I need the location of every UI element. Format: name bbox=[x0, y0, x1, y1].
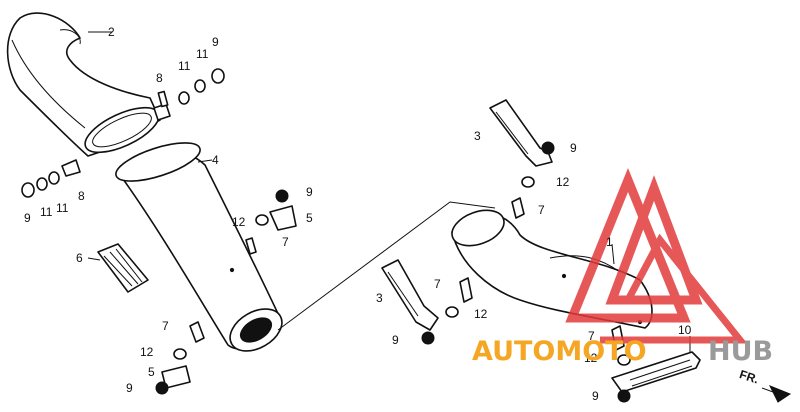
callout-1: 1 bbox=[606, 235, 613, 249]
callout-4: 4 bbox=[212, 153, 219, 167]
callout-12: 12 bbox=[556, 175, 570, 189]
callout-12: 12 bbox=[232, 215, 246, 229]
bracket-lower bbox=[381, 259, 439, 331]
pad bbox=[97, 243, 149, 293]
callout-9: 9 bbox=[212, 35, 219, 49]
callout-7: 7 bbox=[282, 235, 289, 249]
callout-5: 5 bbox=[306, 211, 313, 225]
front-direction-arrow: FR. bbox=[738, 367, 792, 403]
callout-9: 9 bbox=[306, 185, 313, 199]
callout-3: 3 bbox=[474, 129, 481, 143]
callout-9: 9 bbox=[592, 389, 599, 403]
intake-boot bbox=[6, 12, 161, 157]
callout-5: 5 bbox=[148, 365, 155, 379]
callout-9: 9 bbox=[392, 333, 399, 347]
callout-3: 3 bbox=[376, 291, 383, 305]
callout-11: 11 bbox=[56, 201, 69, 215]
callout-8: 8 bbox=[78, 189, 85, 203]
watermark-grey-text: HUB bbox=[708, 336, 773, 367]
callout-7: 7 bbox=[588, 329, 595, 343]
leader-lines bbox=[87, 31, 691, 354]
callout-7: 7 bbox=[162, 319, 169, 333]
callout-7: 7 bbox=[434, 277, 441, 291]
callout-12: 12 bbox=[140, 345, 154, 359]
fasteners bbox=[21, 68, 631, 403]
callouts: 2 9 11 11 8 4 8 9 11 11 9 5 12 7 6 7 12 … bbox=[24, 25, 692, 403]
callout-2: 2 bbox=[108, 25, 115, 39]
callout-9: 9 bbox=[24, 211, 31, 225]
callout-12: 12 bbox=[584, 351, 598, 365]
callout-6: 6 bbox=[76, 251, 83, 265]
callout-11: 11 bbox=[178, 59, 191, 73]
arrow-head-icon bbox=[768, 385, 792, 403]
callout-8: 8 bbox=[156, 71, 163, 85]
callout-11: 11 bbox=[40, 205, 53, 219]
callout-11: 11 bbox=[196, 47, 209, 61]
air-tube bbox=[115, 142, 283, 352]
strap-10 bbox=[611, 351, 701, 393]
callout-9: 9 bbox=[126, 381, 133, 395]
callout-12: 12 bbox=[474, 307, 488, 321]
callout-10: 10 bbox=[678, 323, 692, 337]
front-label: FR. bbox=[738, 367, 761, 386]
watermark-logo bbox=[565, 168, 748, 344]
watermark-orange-text: AUTOMOTO bbox=[472, 336, 647, 367]
callout-9: 9 bbox=[570, 141, 577, 155]
watermark-text: AUTOMOTO HUB bbox=[472, 336, 773, 367]
callout-7: 7 bbox=[538, 203, 545, 217]
bracket-upper bbox=[489, 99, 553, 167]
